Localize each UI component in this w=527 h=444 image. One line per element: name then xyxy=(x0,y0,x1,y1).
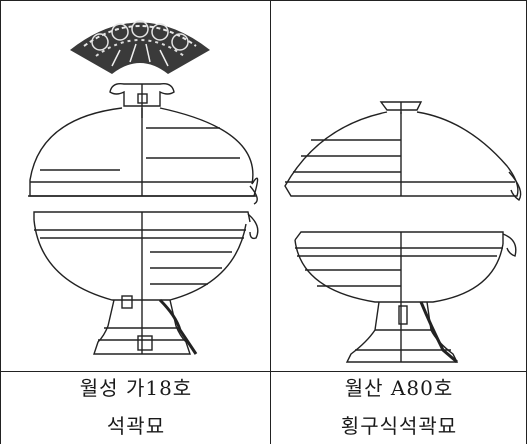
table-outer-left xyxy=(0,0,1,444)
right-caption-type: 횡구식석곽묘 xyxy=(340,414,458,438)
right-caption-site: 월산 A80호 xyxy=(344,376,454,400)
left-pottery-drawing xyxy=(28,20,259,355)
stem-foot xyxy=(93,295,198,355)
table-row-divider xyxy=(0,371,527,372)
bowl-body xyxy=(294,231,517,303)
right-pottery-drawing xyxy=(284,101,522,364)
left-caption-site: 월성 가18호 xyxy=(79,376,193,400)
stem-foot xyxy=(345,301,459,364)
left-caption: 월성 가18호 석곽묘 xyxy=(8,374,264,440)
left-caption-type: 석곽묘 xyxy=(106,414,166,438)
right-caption: 월산 A80호 횡구식석곽묘 xyxy=(271,374,527,440)
table-column-divider xyxy=(270,0,271,444)
bowl-body xyxy=(33,211,259,301)
table-outer-top xyxy=(0,0,527,1)
pattern-rubbing xyxy=(70,20,210,74)
lid-body xyxy=(28,107,259,205)
lid-body xyxy=(284,111,522,201)
